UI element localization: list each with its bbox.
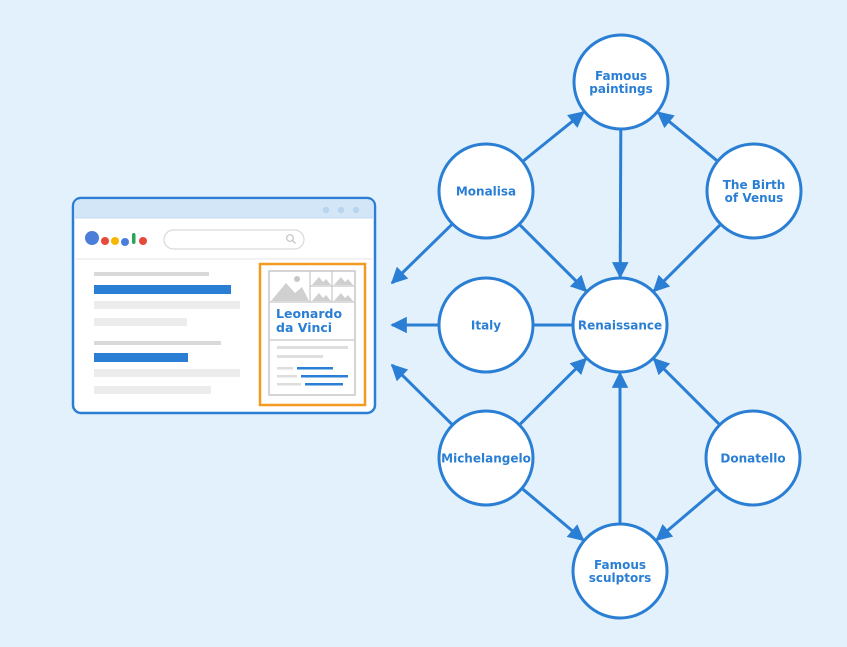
edge-michelangelo-to-renaissance <box>518 357 588 426</box>
browser-window: Leonardo da Vinci <box>71 196 377 415</box>
magnifier-icon[interactable] <box>286 234 296 244</box>
edge-monalisa-to-famous_paintings <box>521 111 585 163</box>
node-label: Michelangelo <box>441 452 531 466</box>
result-link[interactable] <box>94 285 231 294</box>
result-line <box>94 369 240 377</box>
node-label: Italy <box>471 319 501 333</box>
node-circle[interactable] <box>705 142 803 240</box>
node-circle[interactable] <box>437 276 535 374</box>
node-michelangelo[interactable]: Michelangelo <box>437 409 535 507</box>
knowledge-panel-title: Leonardo <box>276 306 342 321</box>
panel-text-line <box>277 383 301 386</box>
node-label: Monalisa <box>456 185 516 199</box>
panel-text-line <box>277 367 293 370</box>
node-label: Famous <box>594 558 646 572</box>
node-italy[interactable]: Italy <box>437 276 535 374</box>
panel-text-line <box>277 346 348 349</box>
window-dot-icon[interactable] <box>352 206 360 214</box>
node-circle[interactable] <box>437 409 535 507</box>
browser-titlebar <box>74 199 374 218</box>
edge-monalisa-to-renaissance <box>518 223 588 293</box>
search-input[interactable] <box>163 229 305 250</box>
panel-link-line[interactable] <box>301 375 348 378</box>
node-label: The Birth <box>723 178 786 192</box>
node-label: Famous <box>595 69 647 83</box>
search-results <box>94 272 240 394</box>
panel-text-line <box>277 375 297 378</box>
result-line <box>94 341 221 345</box>
node-label: Donatello <box>720 452 785 466</box>
panel-link-line[interactable] <box>305 383 343 386</box>
knowledge-panel[interactable]: Leonardo da Vinci <box>258 262 367 407</box>
result-line <box>94 272 209 276</box>
window-dot-icon[interactable] <box>337 206 345 214</box>
landscape-image-icon <box>269 271 355 303</box>
node-donatello[interactable]: Donatello <box>704 409 802 507</box>
panel-text-line <box>277 355 323 358</box>
edge-michelangelo-to-browser <box>390 363 454 426</box>
result-line <box>94 386 211 394</box>
google-logo-icon <box>85 231 147 246</box>
graph-edges <box>390 111 722 542</box>
edge-famous_paintings-to-renaissance <box>612 128 629 279</box>
window-dot-icon[interactable] <box>322 206 330 214</box>
node-label: paintings <box>589 82 652 96</box>
edge-birth_of_venus-to-famous_paintings <box>656 111 719 163</box>
edge-monalisa-to-browser <box>390 222 454 285</box>
edge-birth_of_venus-to-renaissance <box>652 223 722 293</box>
node-circle[interactable] <box>704 409 802 507</box>
node-circle[interactable] <box>572 33 670 131</box>
node-label: of Venus <box>725 191 784 205</box>
knowledge-panel-title: da Vinci <box>276 320 332 335</box>
node-label: Renaissance <box>578 319 662 333</box>
node-monalisa[interactable]: Monalisa <box>437 142 535 240</box>
result-link[interactable] <box>94 353 188 362</box>
node-label: sculptors <box>589 571 652 585</box>
node-renaissance[interactable]: Renaissance <box>571 276 669 374</box>
panel-link-line[interactable] <box>297 367 333 370</box>
edge-donatello-to-famous_sculptors <box>655 487 719 542</box>
edge-michelangelo-to-famous_sculptors <box>520 487 585 542</box>
node-circle[interactable] <box>571 276 669 374</box>
edge-donatello-to-renaissance <box>652 357 721 426</box>
node-circle[interactable] <box>571 522 669 620</box>
result-line <box>94 301 240 309</box>
node-circle[interactable] <box>437 142 535 240</box>
result-line <box>94 318 187 326</box>
